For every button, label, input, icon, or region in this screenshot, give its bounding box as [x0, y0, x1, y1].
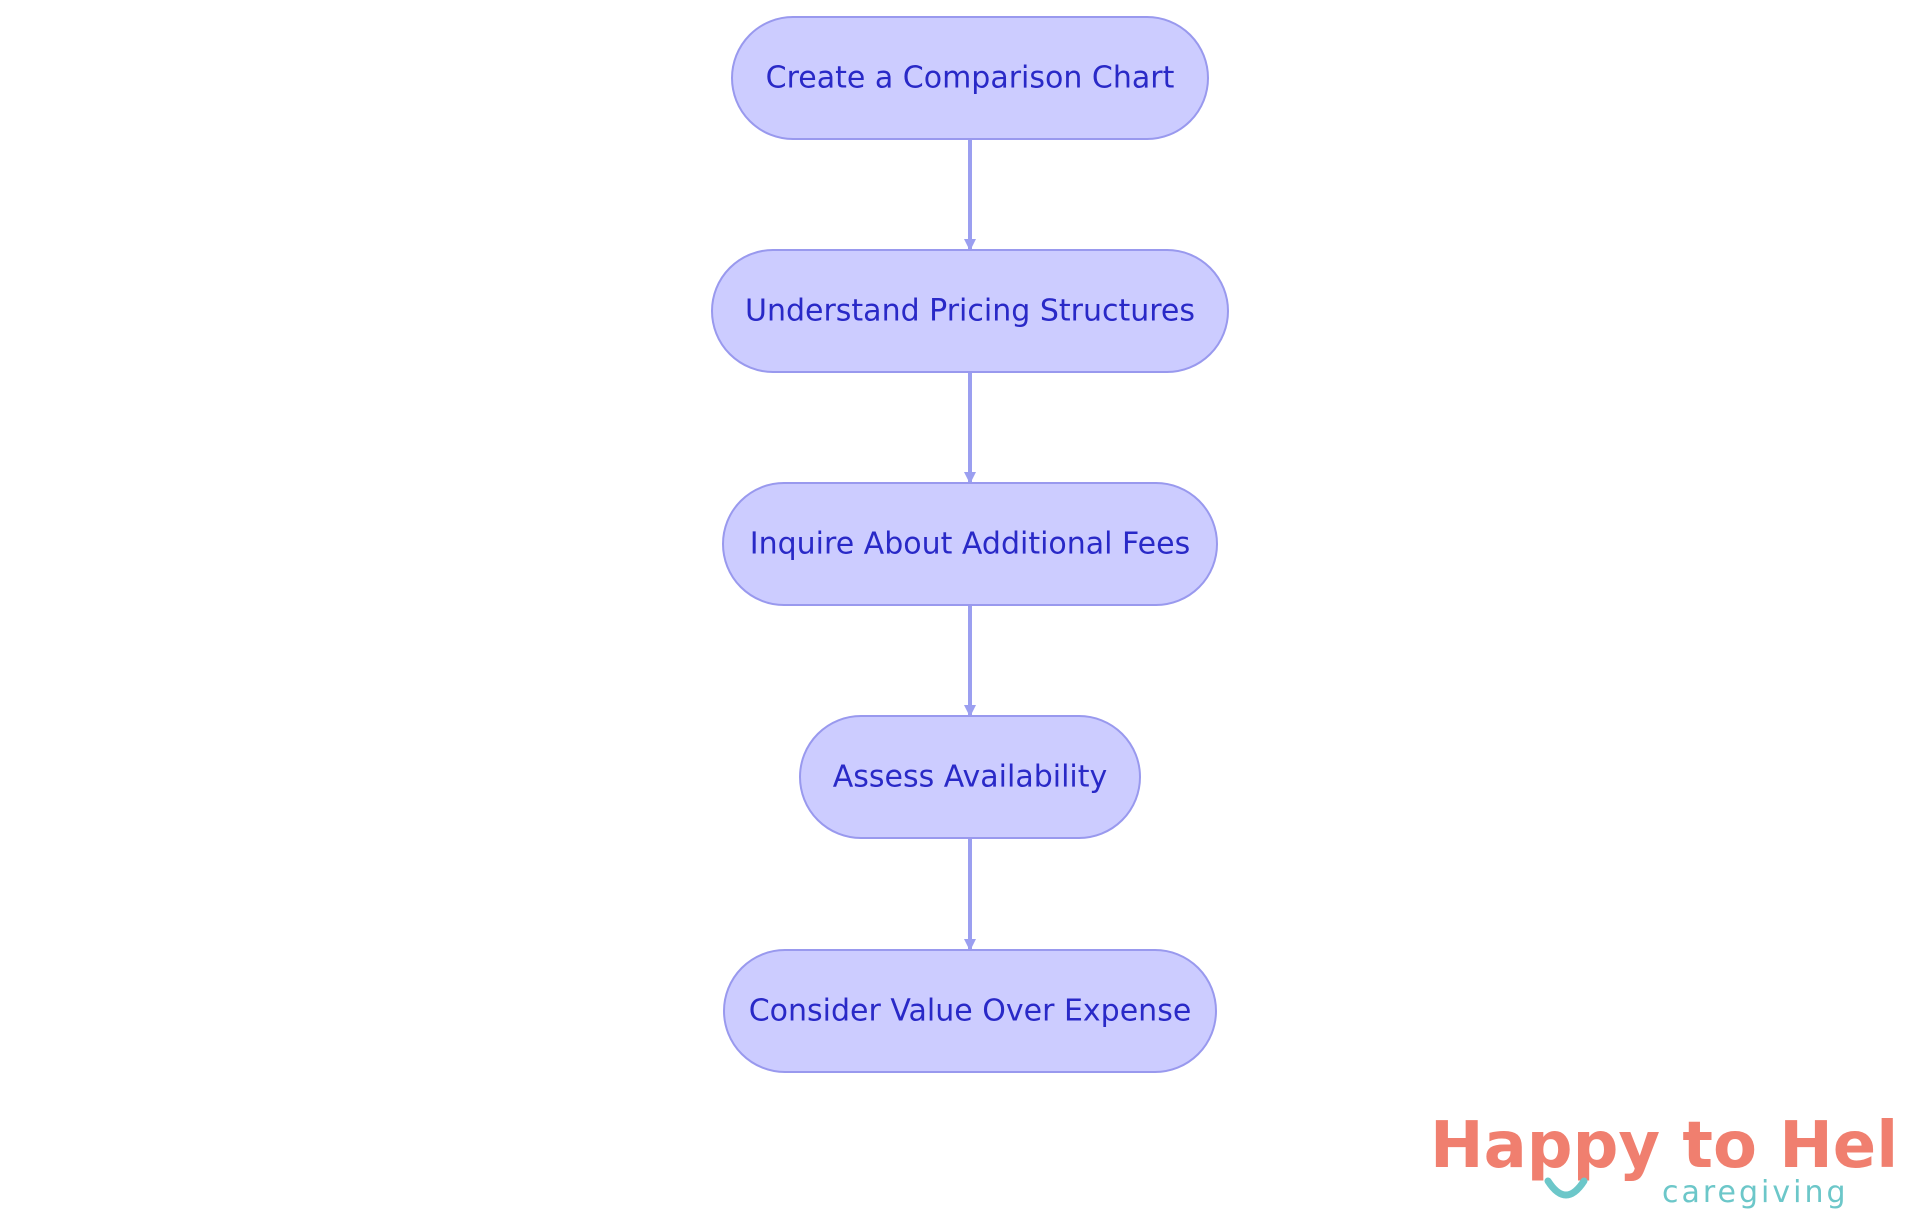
- flow-node-3: Inquire About Additional Fees: [722, 482, 1218, 606]
- flow-node-label: Consider Value Over Expense: [749, 994, 1192, 1029]
- brand-logo: Happy to Help caregiving: [1430, 1109, 1900, 1210]
- flow-node-2: Understand Pricing Structures: [711, 249, 1229, 373]
- flow-node-shape: [723, 949, 1217, 1073]
- flow-node-4: Assess Availability: [799, 715, 1141, 839]
- flow-node-1: Create a Comparison Chart: [731, 16, 1209, 140]
- flow-node-label: Create a Comparison Chart: [766, 61, 1175, 96]
- flow-node-shape: [722, 482, 1218, 606]
- logo-tagline: caregiving: [1662, 1175, 1849, 1210]
- flow-node-shape: [711, 249, 1229, 373]
- flow-node-shape: [799, 715, 1141, 839]
- flow-node-label: Understand Pricing Structures: [745, 294, 1195, 329]
- flow-node-5: Consider Value Over Expense: [723, 949, 1217, 1073]
- smile-icon: [1544, 1177, 1588, 1199]
- flow-node-label: Assess Availability: [833, 760, 1108, 795]
- flow-node-label: Inquire About Additional Fees: [750, 527, 1190, 562]
- logo-wordmark: Happy to Help: [1430, 1109, 1900, 1183]
- flow-node-shape: [731, 16, 1209, 140]
